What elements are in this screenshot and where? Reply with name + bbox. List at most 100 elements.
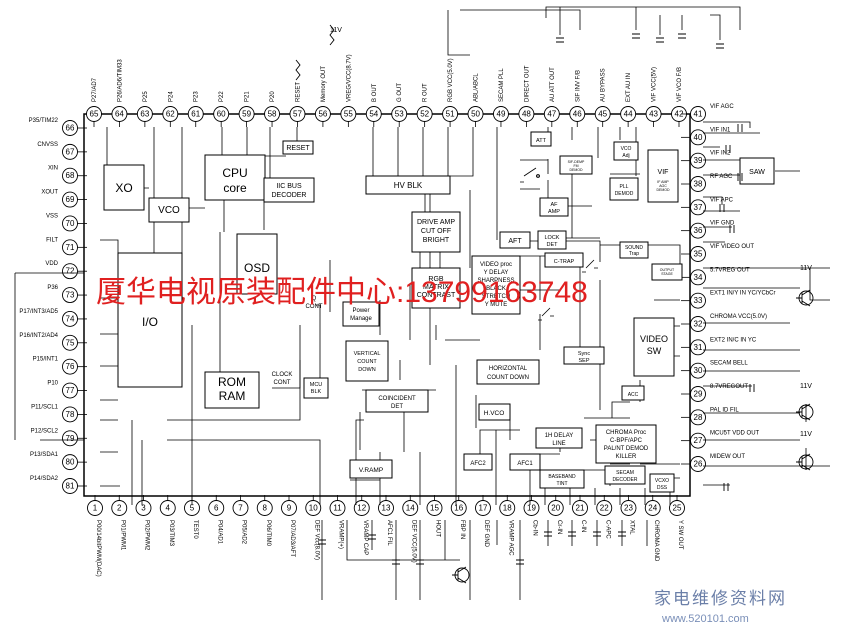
pin-label: DEF VCC(5.0V): [410, 520, 416, 563]
pin-61: 61 P23: [187, 91, 204, 127]
att-label: ATT: [536, 138, 547, 144]
pin-label: 5.7VREG OUT: [710, 267, 750, 273]
pin-number: 68: [66, 171, 75, 180]
io-block: [117, 252, 183, 388]
pin-number: 19: [527, 504, 536, 513]
pin-label: SECAM PLL: [499, 68, 505, 102]
pin-label: DEF Vcc(8.0V): [313, 520, 319, 560]
switch-symbols: [520, 167, 598, 321]
supply-label: 11V: [330, 27, 342, 34]
coincident-det-block: [365, 389, 429, 413]
pin-number: 7: [238, 504, 243, 513]
vif-label: VIF: [658, 169, 669, 176]
pin-number: 30: [694, 366, 703, 375]
rom-ram-block: [204, 371, 260, 409]
pin-label: P26/AD6/TIM33: [117, 59, 123, 102]
pin-number: 79: [66, 434, 75, 443]
pin-number: 3: [141, 504, 146, 513]
pins-bottom: 1P00/14bitPWM(DAC)2P01/PWM13P02/PWM24P03…: [87, 495, 685, 577]
footer-site-name: 家电维修资料网: [654, 589, 787, 608]
af-amp-block: [539, 197, 569, 217]
sync-sep-block: [563, 346, 605, 365]
vco-label: VCO: [158, 205, 180, 216]
pin-number: 52: [420, 110, 429, 119]
pin-number: 2: [117, 504, 122, 513]
rgb-matrix-block: [411, 267, 461, 309]
pin-number: 1: [93, 504, 98, 513]
pin-label: B OUT: [372, 83, 378, 102]
pin-label: P20: [270, 91, 276, 102]
pin-label: SIF INV F/B: [575, 70, 581, 102]
secam-decoder-block: [604, 465, 646, 485]
pin-label: P13/SDA1: [30, 452, 59, 458]
pin-number: 69: [66, 195, 75, 204]
cpu-block: [204, 154, 266, 201]
pin-number: 25: [673, 504, 682, 513]
pin-label: VIF IN1: [710, 127, 731, 133]
pin-number: 61: [191, 110, 200, 119]
pin-label: FBP IN: [459, 520, 465, 539]
pin-number: 75: [66, 338, 75, 347]
pin-number: 56: [318, 110, 327, 119]
pin-number: 8: [263, 504, 268, 513]
pin-label: SECAM BELL: [710, 361, 748, 367]
pin-label: VDD: [45, 261, 58, 267]
pin-label: P23: [194, 91, 200, 102]
horizontal-count-block: [476, 359, 540, 385]
pin-label: VREG/VCC(8.7V): [346, 54, 352, 102]
pin-34: 345.7VREG OUT: [681, 267, 750, 286]
pin-label: AU BYPASS: [601, 68, 607, 102]
pin-number: 72: [66, 267, 75, 276]
chroma-proc-block: [595, 424, 657, 464]
pin-number: 45: [598, 110, 607, 119]
pin-label: CNVSS: [37, 142, 58, 148]
pin-number: 13: [382, 504, 391, 513]
pin-number: 39: [694, 156, 703, 165]
osd-block: [236, 233, 278, 295]
drive-amp-block: [411, 211, 461, 253]
c-trap-label: C-TRAP: [554, 259, 575, 265]
pin-52: 52R OUT: [416, 83, 433, 127]
pin-label: MCU5T VDD OUT: [710, 431, 760, 437]
pin-45: 45 AU BYPASS: [594, 68, 611, 127]
pin-number: 66: [66, 124, 75, 133]
pin-label: ABL/ABCL: [474, 73, 480, 102]
pin-label: P36: [47, 285, 58, 291]
pin-number: 67: [66, 147, 75, 156]
afc1-block: [509, 453, 541, 471]
pin-21: 21C-IN: [572, 495, 588, 532]
pins-top: 65P27/AD764P26/AD6/TIM3363P2562P2461P236…: [86, 54, 687, 127]
pin-number: 55: [344, 110, 353, 119]
mcu-blk-block: [303, 377, 329, 399]
hv-blk-label: HV BLK: [394, 181, 423, 190]
chip-outline: [83, 113, 691, 497]
pin-25: 25Y SW OUT: [669, 495, 685, 550]
pin-label: VIF VIDEO OUT: [710, 244, 754, 250]
pin-label: RESET: [295, 82, 301, 102]
pin-number: 47: [547, 110, 556, 119]
